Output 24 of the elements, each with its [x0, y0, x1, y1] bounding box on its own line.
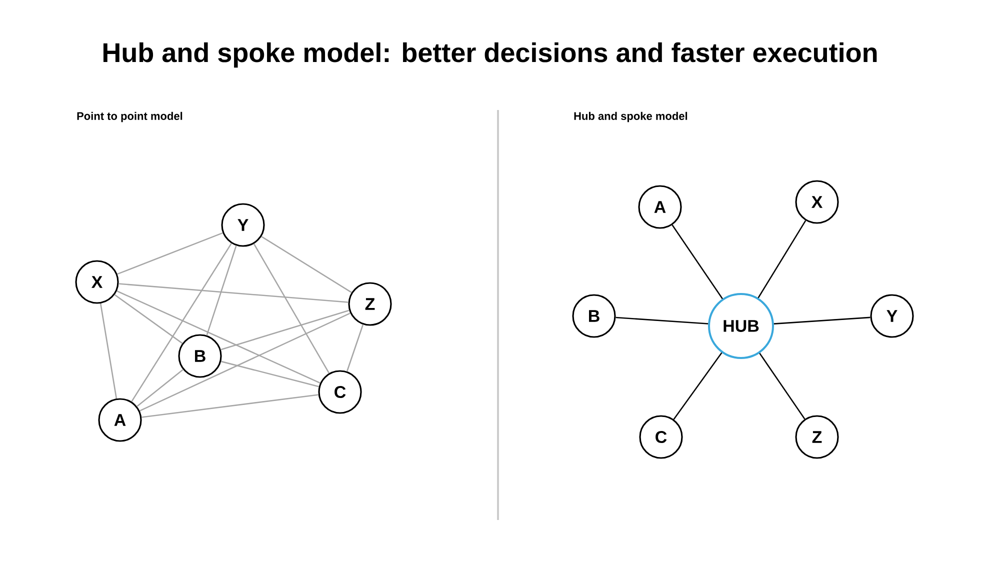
connector-line: [774, 316, 870, 324]
connector-line: [114, 294, 183, 344]
connector-line: [140, 312, 350, 412]
connector-line: [616, 316, 708, 324]
panel-label: Hub and spoke model: [574, 112, 688, 122]
connector-line: [131, 243, 232, 402]
connector-line: [220, 360, 320, 388]
connector-line: [116, 290, 320, 384]
connector-line: [673, 352, 722, 420]
connector-line: [117, 232, 223, 275]
title: Hub and spoke model: better decisions and faster execution: [103, 42, 877, 68]
connector-line: [118, 283, 348, 303]
connector-line: [142, 394, 318, 418]
connector-line: [100, 303, 118, 399]
connector-line: [672, 224, 723, 300]
connector-line: [759, 352, 806, 420]
connector-line: [253, 244, 330, 374]
connector-line: [346, 324, 364, 372]
connector-line: [206, 246, 237, 336]
connector-line: [220, 310, 350, 350]
panel-label: Point to point model: [77, 112, 182, 122]
connector-line: [758, 220, 806, 298]
connector-line: [136, 369, 184, 407]
connector-line: [261, 236, 352, 294]
